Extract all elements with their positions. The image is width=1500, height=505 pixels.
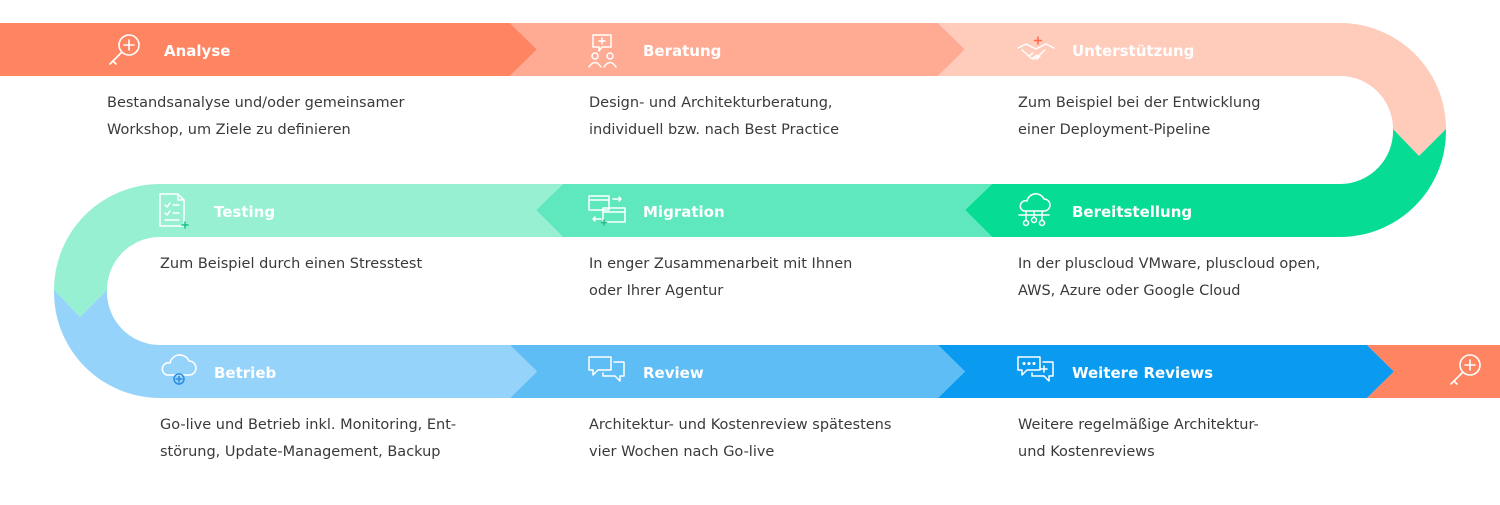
description-line: Weitere regelmäßige Architektur- — [1018, 417, 1259, 433]
step-description-beratung: Design- und Architekturberatung, individ… — [589, 90, 839, 144]
band-betrieb — [53, 290, 537, 398]
step-title-review: Review — [643, 364, 704, 382]
band-testing — [54, 184, 563, 317]
band-unterstuetzung — [938, 23, 1446, 156]
description-line: individuell bzw. nach Best Practice — [589, 122, 840, 138]
checklist-icon — [159, 193, 189, 229]
step-description-review: Architektur- und Kostenreview spätestens… — [589, 412, 891, 466]
description-line: Zum Beispiel bei der Entwicklung — [1018, 95, 1261, 111]
band-weitere-reviews — [938, 345, 1394, 398]
description-line: störung, Update-Management, Backup — [160, 444, 441, 460]
step-description-migration: In enger Zusammenarbeit mit Ihnen oder I… — [589, 251, 852, 305]
step-title-beratung: Beratung — [643, 42, 722, 60]
step-title-betrieb: Betrieb — [214, 364, 277, 382]
band-analyse — [0, 23, 537, 76]
step-description-analyse: Bestandsanalyse und/oder gemeinsamer Wor… — [107, 90, 404, 144]
band-final — [1367, 345, 1500, 398]
cloud-gear-icon — [161, 354, 197, 385]
chat-bubbles-plus-icon — [1017, 356, 1054, 382]
description-line: In der pluscloud VMware, pluscloud open, — [1018, 256, 1321, 272]
description-line: Design- und Architekturberatung, — [589, 95, 833, 111]
description-line: Go-live und Betrieb inkl. Monitoring, En… — [160, 417, 457, 433]
step-title-unterstuetzung: Unterstützung — [1072, 42, 1195, 60]
description-line: AWS, Azure oder Google Cloud — [1018, 283, 1241, 299]
step-title-analyse: Analyse — [164, 42, 231, 60]
step-description-weitere-reviews: Weitere regelmäßige Architektur- und Kos… — [1018, 412, 1259, 466]
handshake-icon — [1017, 36, 1055, 60]
step-title-testing: Testing — [214, 203, 276, 221]
band-migration — [536, 184, 992, 237]
step-description-testing: Zum Beispiel durch einen Stresstest — [160, 251, 422, 278]
description-line: vier Wochen nach Go-live — [589, 444, 775, 460]
step-description-bereitstellung: In der pluscloud VMware, pluscloud open,… — [1018, 251, 1320, 305]
band-bereitstellung — [965, 129, 1447, 238]
description-line: oder Ihrer Agentur — [589, 283, 724, 299]
step-title-weitere-reviews: Weitere Reviews — [1072, 364, 1214, 382]
description-line: Bestandsanalyse und/oder gemeinsamer — [107, 95, 405, 111]
band-review — [510, 345, 965, 398]
band-beratung — [510, 23, 965, 76]
description-line: und Kostenreviews — [1018, 444, 1155, 460]
step-description-betrieb: Go-live und Betrieb inkl. Monitoring, En… — [160, 412, 456, 466]
step-title-bereitstellung: Bereitstellung — [1072, 203, 1193, 221]
magnifier-plus-icon — [109, 34, 140, 65]
chat-bubbles-icon — [588, 356, 625, 382]
description-line: Workshop, um Ziele zu definieren — [107, 122, 351, 138]
cloud-network-icon — [1018, 193, 1051, 227]
step-title-migration: Migration — [643, 203, 725, 221]
transfer-windows-icon — [588, 195, 626, 226]
description-line: Zum Beispiel durch einen Stresstest — [160, 256, 423, 272]
step-description-unterstuetzung: Zum Beispiel bei der Entwicklung einer D… — [1018, 90, 1260, 144]
description-line: In enger Zusammenarbeit mit Ihnen — [589, 256, 853, 272]
consulting-people-icon — [588, 34, 617, 68]
final-magnifier-plus-icon — [1450, 354, 1481, 385]
description-line: Architektur- und Kostenreview spätestens — [589, 417, 892, 433]
description-line: einer Deployment-Pipeline — [1018, 122, 1211, 138]
